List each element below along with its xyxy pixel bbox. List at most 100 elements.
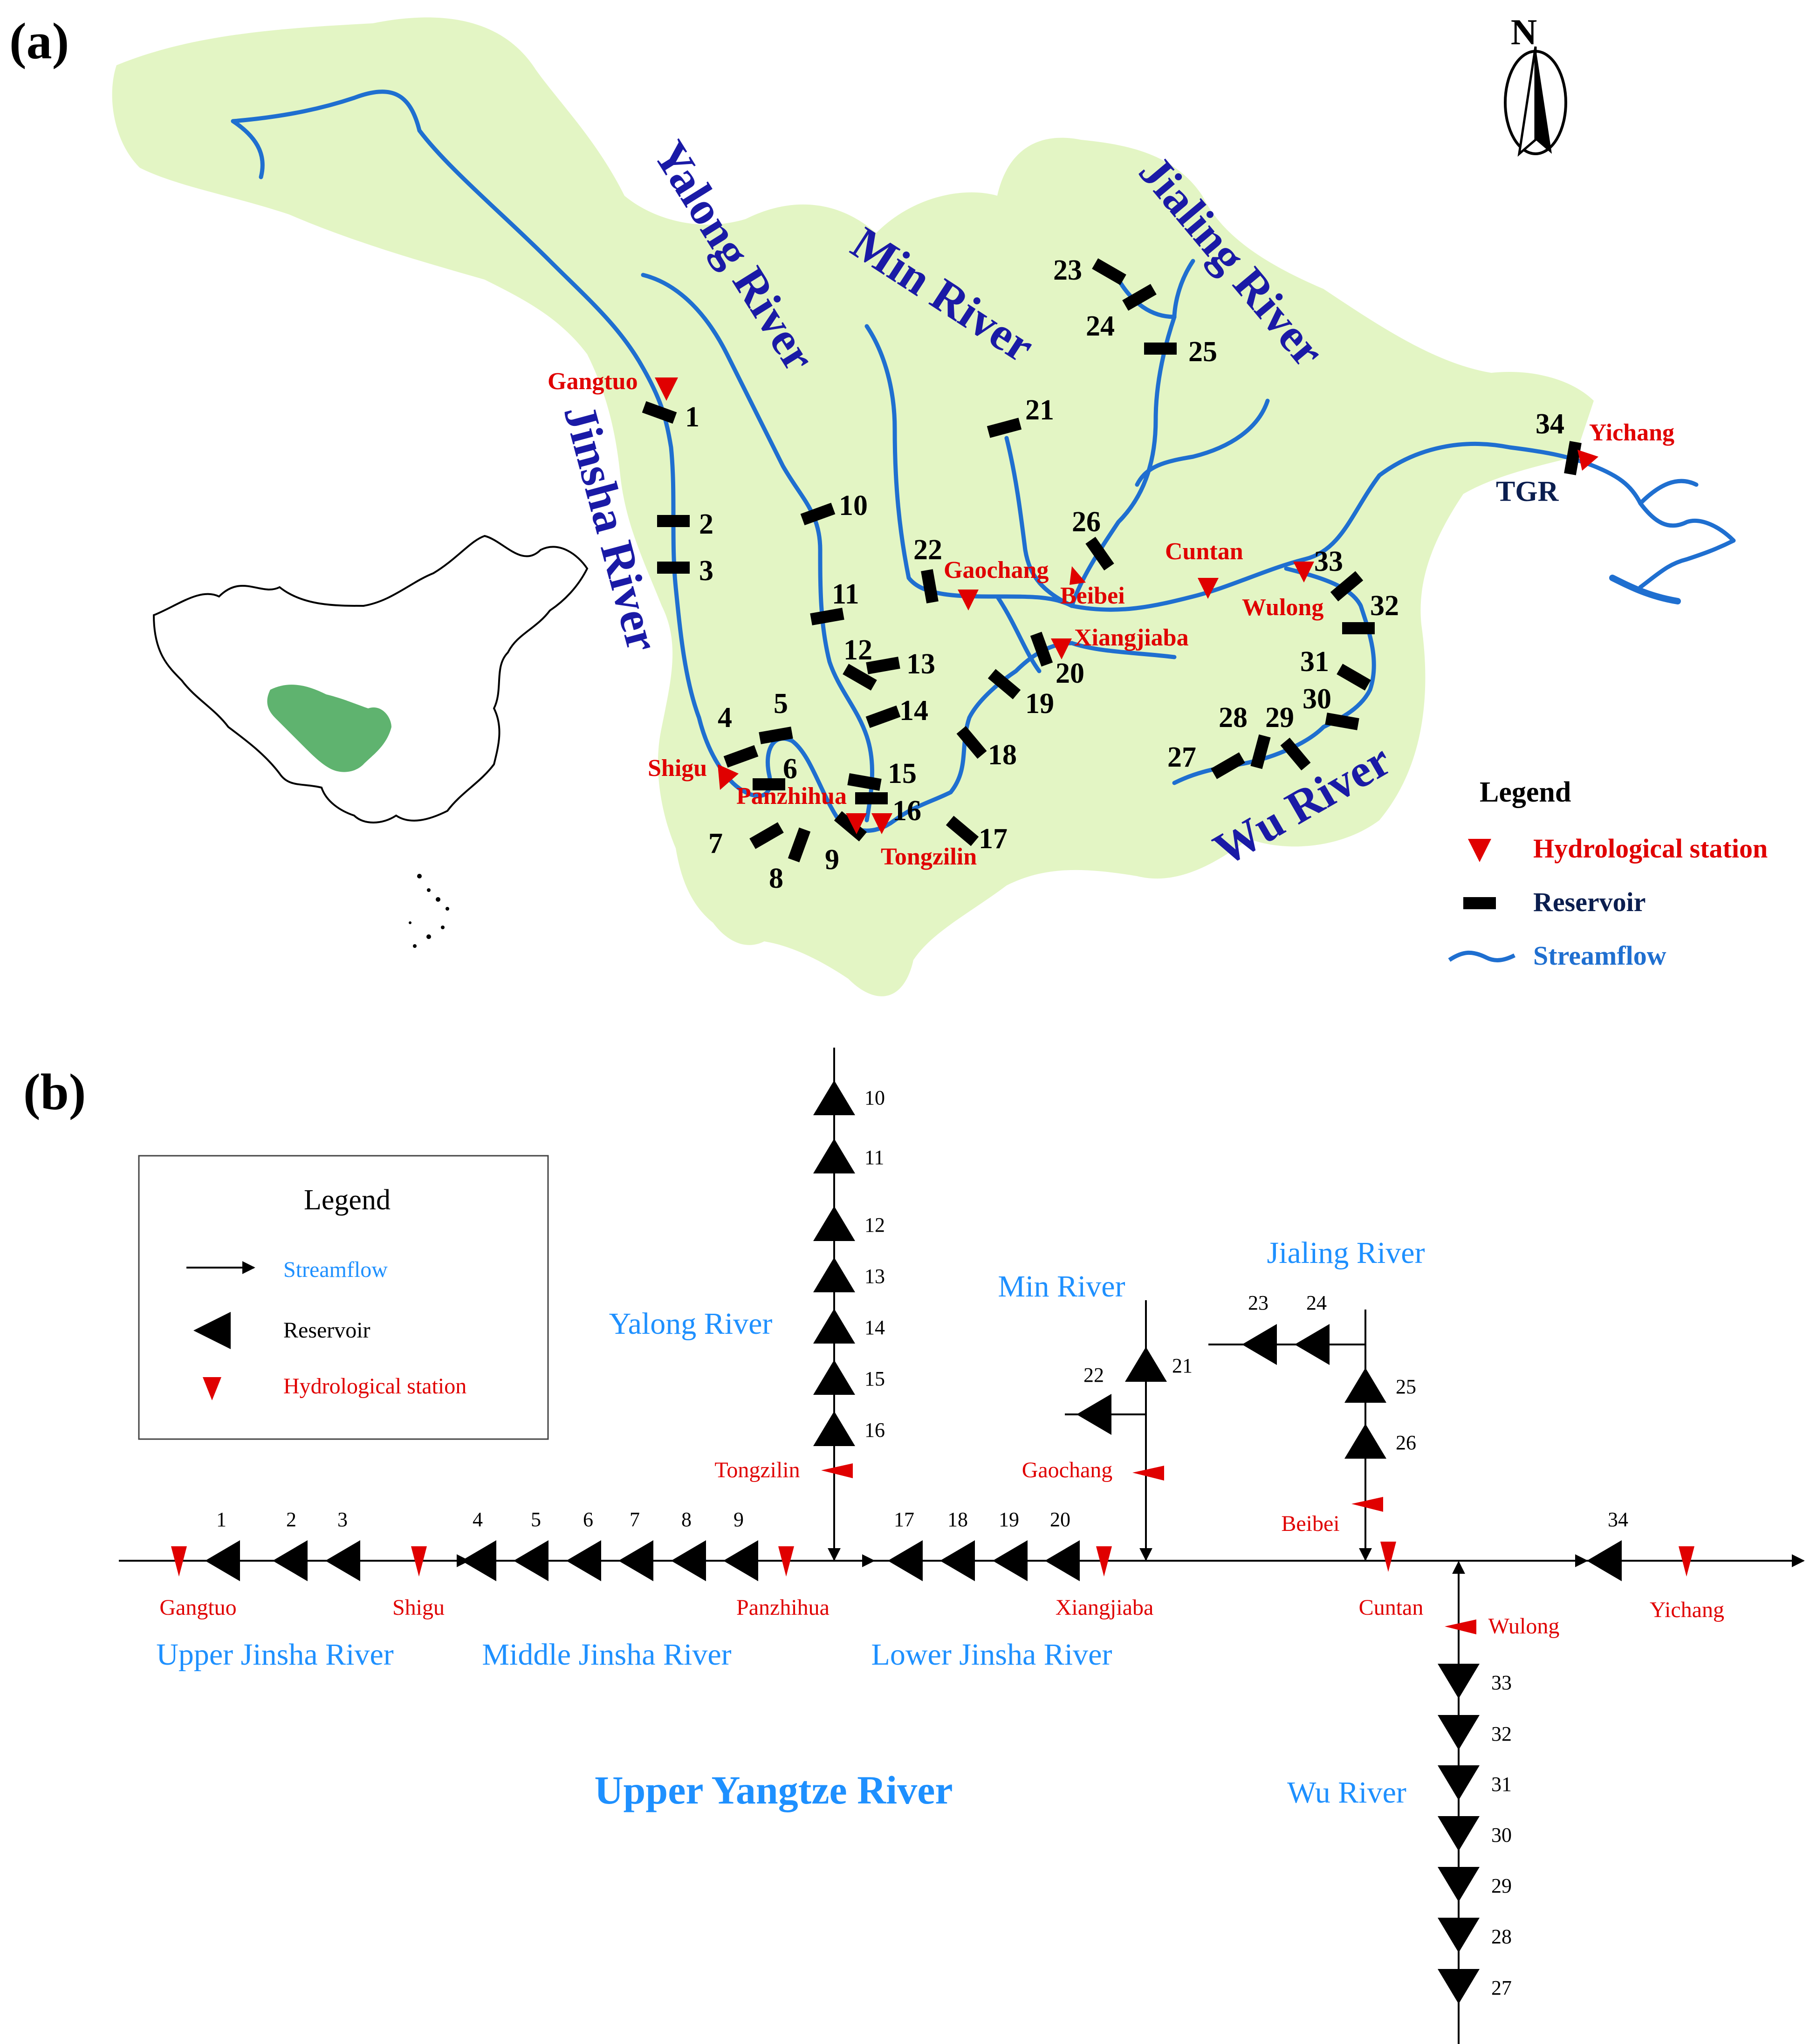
svg-text:12: 12 [864,1214,885,1236]
legend-b-reservoir-icon [193,1312,231,1349]
schematic-reservoir-5: 5 [514,1508,548,1581]
svg-text:Beibei: Beibei [1060,583,1125,609]
svg-text:27: 27 [1167,741,1196,773]
svg-text:Shigu: Shigu [392,1595,445,1620]
svg-text:14: 14 [864,1316,885,1339]
schematic-station-gaochang: Gaochang [1022,1458,1164,1482]
svg-text:Tongzilin: Tongzilin [881,844,977,870]
south-china-sea-islands [409,874,449,948]
schematic-reservoir-1: 1 [205,1508,240,1581]
reservoir-markers-a: 1 2 3 4 5 6 7 8 9 10 11 12 13 14 15 16 1… [642,254,1582,894]
reservoir-25: 25 [1144,336,1217,368]
svg-text:28: 28 [1219,702,1248,734]
schematic-reservoir-28: 28 [1438,1918,1512,1953]
legend-a-station-label: Hydrological station [1533,833,1768,864]
svg-text:17: 17 [979,823,1008,855]
schematic-reservoir-33: 33 [1438,1664,1512,1699]
schematic-reservoir-31: 31 [1438,1765,1512,1800]
svg-text:27: 27 [1491,1976,1512,1999]
legend-a-reservoir-icon [1463,897,1496,909]
svg-text:9: 9 [825,844,839,876]
reservoir-23: 23 [1053,254,1126,286]
svg-text:Cuntan: Cuntan [1165,538,1243,565]
reservoir-8: 8 [769,827,811,894]
legend-a-station-icon [1468,839,1491,862]
schematic-reservoir-18: 18 [940,1508,975,1581]
svg-text:33: 33 [1314,546,1343,577]
label-middle-jinsha: Middle Jinsha River [482,1638,731,1672]
svg-text:24: 24 [1086,310,1115,342]
schematic-reservoir-13: 13 [813,1257,885,1292]
svg-text:Xiangjiaba: Xiangjiaba [1074,624,1189,651]
svg-text:Wulong: Wulong [1242,594,1323,621]
schematic-reservoir-32: 32 [1438,1715,1512,1750]
svg-text:7: 7 [708,828,723,859]
reservoir-17: 17 [946,816,1008,855]
label-lower-jinsha: Lower Jinsha River [871,1638,1112,1672]
schematic-station-gangtuo: Gangtuo [159,1546,237,1620]
reservoir-11: 11 [810,578,859,625]
schematic-reservoir-3: 3 [325,1508,360,1581]
schematic-reservoir-25: 25 [1344,1368,1416,1403]
svg-text:29: 29 [1491,1874,1512,1897]
svg-text:13: 13 [864,1265,885,1288]
schematic-station-shigu: Shigu [392,1546,445,1620]
svg-text:28: 28 [1491,1925,1512,1948]
china-inset-map [152,535,589,948]
schematic-reservoir-26: 26 [1344,1424,1416,1459]
svg-text:8: 8 [769,863,783,894]
svg-text:33: 33 [1491,1671,1512,1694]
schematic-station-beibei: Beibei [1281,1497,1383,1536]
reservoir-18: 18 [956,726,1017,771]
svg-text:4: 4 [473,1508,483,1531]
legend-a-reservoir-label: Reservoir [1533,887,1646,917]
svg-text:12: 12 [843,634,872,666]
svg-text:32: 32 [1370,590,1399,622]
svg-text:31: 31 [1491,1773,1512,1796]
label-upper-jinsha: Upper Jinsha River [156,1638,394,1672]
label-min-river: Min River [998,1269,1125,1303]
reservoir-28: 28 [1219,702,1271,769]
station-xiangjiaba: Xiangjiaba [1051,624,1189,659]
svg-text:Cuntan: Cuntan [1359,1595,1424,1620]
svg-text:26: 26 [1072,506,1101,538]
schematic-reservoir-14: 14 [813,1309,885,1344]
svg-text:6: 6 [783,753,797,785]
svg-text:2: 2 [699,508,713,540]
north-label: N [1511,12,1537,52]
svg-text:7: 7 [630,1508,640,1531]
basin-area [112,17,1594,996]
legend-a-streamflow-icon [1448,950,1516,962]
svg-text:3: 3 [699,555,713,587]
panel-a: (a) [9,12,1768,996]
schematic-reservoir-17: 17 [888,1508,923,1581]
schematic-reservoir-22: 22 [1076,1364,1111,1435]
svg-text:13: 13 [906,648,935,680]
svg-text:8: 8 [681,1508,692,1531]
station-panzhihua: Panzhihua [736,783,867,834]
legend-b-box [138,1155,549,1440]
svg-text:10: 10 [864,1086,885,1109]
legend-b-station-icon [203,1377,221,1400]
svg-text:Xiangjiaba: Xiangjiaba [1056,1595,1154,1620]
svg-text:11: 11 [832,578,859,610]
station-shigu: Shigu [648,755,739,790]
svg-text:20: 20 [1050,1508,1070,1531]
basin-title: Upper Yangtze River [594,1768,953,1812]
reservoir-1: 1 [642,401,699,433]
china-outline [152,535,589,823]
svg-text:21: 21 [1172,1354,1193,1377]
station-beibei: Beibei [1060,566,1125,609]
reservoir-21: 21 [987,394,1054,438]
panel-b: (b) Legend Streamflow Reservoir Hydrolog… [23,1048,1805,2044]
svg-text:22: 22 [913,534,942,566]
svg-text:18: 18 [988,739,1017,771]
schematic-reservoir-21: 21 [1125,1347,1193,1382]
station-gangtuo: Gangtuo [548,368,678,401]
north-needle-icon [1536,47,1552,154]
reservoir-14: 14 [865,695,928,728]
svg-text:1: 1 [685,401,699,433]
schematic-reservoir-34: 34 [1587,1508,1628,1581]
station-gaochang: Gaochang [944,557,1049,610]
svg-text:6: 6 [583,1508,593,1531]
